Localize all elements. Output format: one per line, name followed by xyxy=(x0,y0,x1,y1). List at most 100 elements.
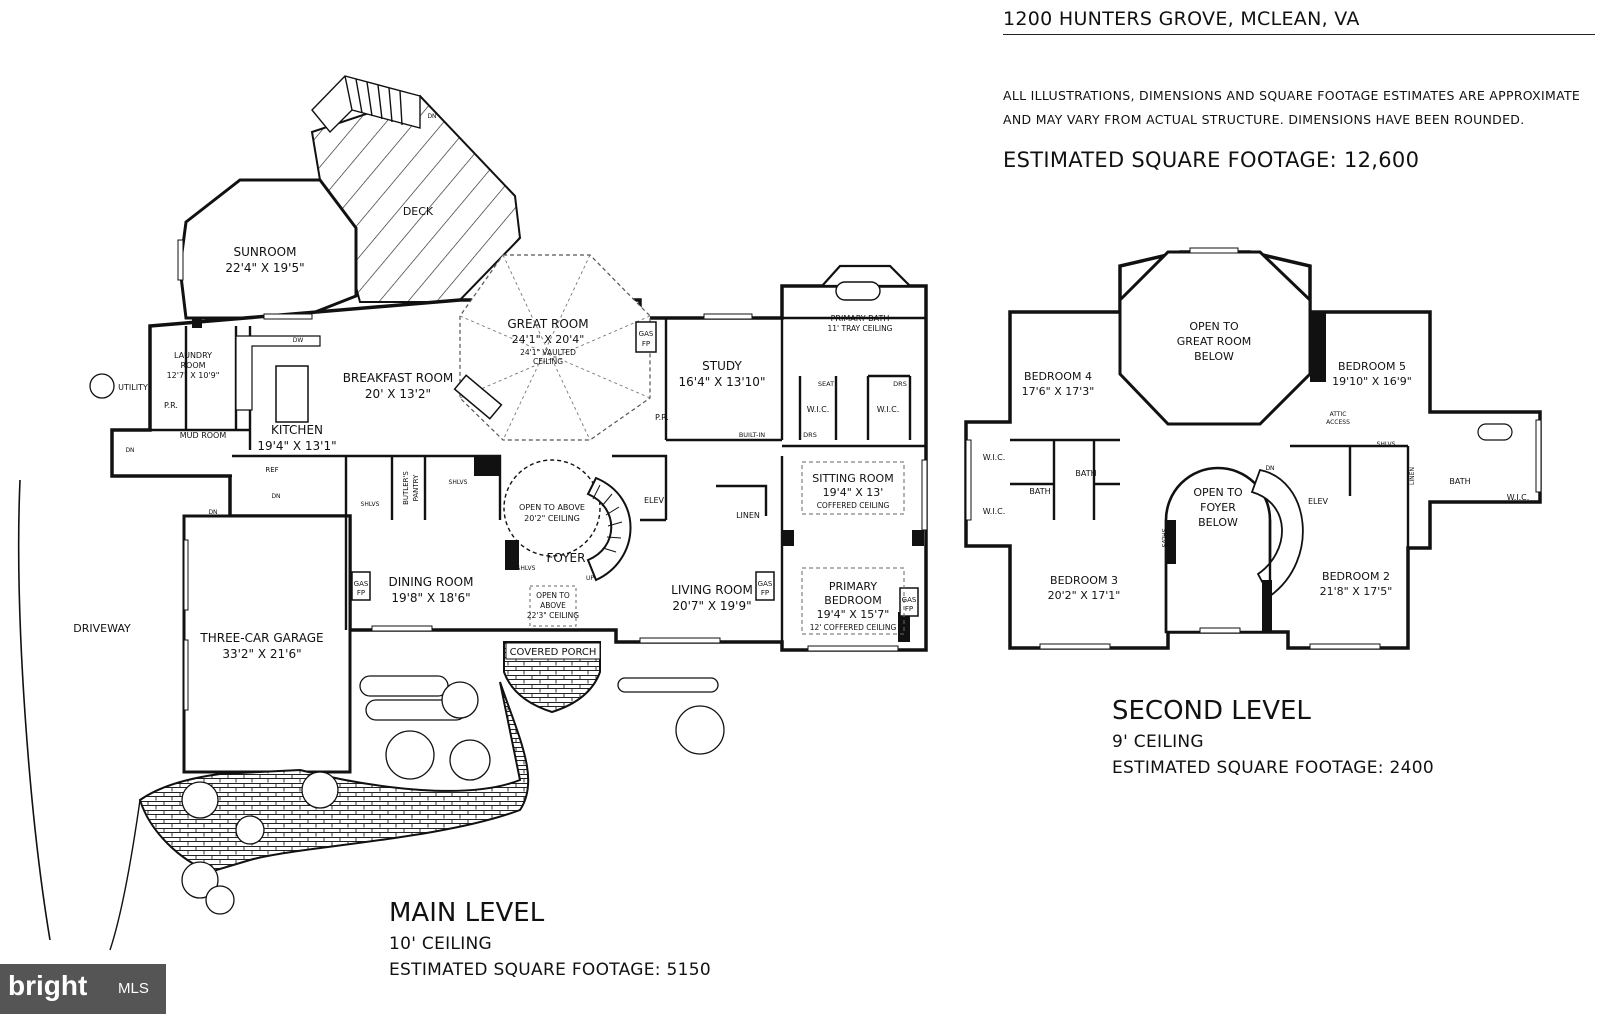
label-porch-open-1: OPEN TO xyxy=(536,591,570,600)
label-open-foyer-2: FOYER xyxy=(1200,501,1236,514)
foyer-stair-treads xyxy=(592,484,623,553)
watermark-brand: bright xyxy=(8,970,88,1001)
label-fp-dining: FP xyxy=(357,589,365,597)
open-to-foyer-rotunda xyxy=(1164,466,1272,634)
label-dn-s: DN xyxy=(1265,465,1274,472)
main-level-windows xyxy=(177,239,928,652)
label-utility: UTILITY xyxy=(118,383,148,392)
label-wic-s1: W.I.C. xyxy=(983,453,1006,462)
label-driveway: DRIVEWAY xyxy=(73,622,131,635)
label-dining: DINING ROOM xyxy=(389,575,474,589)
property-address: 1200 HUNTERS GROVE, MCLEAN, VA xyxy=(1003,8,1360,30)
label-mud-room: MUD ROOM xyxy=(180,431,227,440)
bed2-tub xyxy=(1477,423,1513,441)
second-level-plan xyxy=(964,247,1542,650)
label-dn-1: DN xyxy=(271,493,280,500)
label-garage-dim: 33'2" X 21'6" xyxy=(222,647,301,661)
total-square-footage: ESTIMATED SQUARE FOOTAGE: 12,600 xyxy=(1003,148,1420,172)
deck-stairs xyxy=(311,75,421,134)
bright-mls-watermark: bright MLS xyxy=(0,964,166,1014)
label-bath-2: BATH xyxy=(1075,469,1096,478)
label-laundry-dim: 12'7" X 10'9" xyxy=(167,371,220,380)
label-sunroom: SUNROOM xyxy=(234,245,297,259)
label-shlvs-s2: SHLVS xyxy=(1160,529,1167,548)
label-great-room-note-1: 24'1" VAULTED xyxy=(520,348,576,357)
second-level-sqft: ESTIMATED SQUARE FOOTAGE: 2400 xyxy=(1112,758,1434,778)
label-bedroom-5: BEDROOM 5 xyxy=(1338,360,1406,373)
label-primary-bath-note: 11' TRAY CEILING xyxy=(828,324,893,333)
main-level-ceiling: 10' CEILING xyxy=(389,934,493,954)
great-room-octagon xyxy=(459,254,651,441)
label-bedroom-4-dim: 17'6" X 17'3" xyxy=(1022,385,1095,398)
label-open-foyer-1: OPEN TO xyxy=(1193,486,1243,499)
label-dn-deck: DN xyxy=(427,113,436,120)
label-built-in: BUILT-IN xyxy=(739,431,765,439)
label-drs-1: DRS xyxy=(803,431,817,439)
second-level-interior-walls xyxy=(1010,438,1410,632)
label-breakfast-dim: 20' X 13'2" xyxy=(365,387,431,401)
label-wic-left: W.I.C. xyxy=(807,405,830,414)
label-shlvs-1: SHLVS xyxy=(361,501,380,508)
label-foyer: FOYER xyxy=(547,551,586,565)
address-underline xyxy=(1003,34,1595,35)
label-study-pr: P.R. xyxy=(655,413,669,422)
label-bedroom-2: BEDROOM 2 xyxy=(1322,570,1390,583)
label-sitting: SITTING ROOM xyxy=(812,472,893,485)
covered-porch-label-box xyxy=(505,642,601,660)
label-great-room-note-2: CEILING xyxy=(533,357,563,366)
label-sitting-dim: 19'4" X 13' xyxy=(823,486,884,499)
label-great-room: GREAT ROOM xyxy=(507,317,588,331)
driveway-edge-2 xyxy=(109,799,141,951)
great-room-built-in xyxy=(453,374,503,420)
label-primary-bedroom-2: BEDROOM xyxy=(824,594,881,607)
label-fp-great: FP xyxy=(642,340,650,348)
label-study-dim: 16'4" X 13'10" xyxy=(679,375,766,389)
label-deck: DECK xyxy=(403,205,434,218)
label-open-great-2: GREAT ROOM xyxy=(1177,335,1251,348)
label-bath-3: BATH xyxy=(1449,477,1470,486)
label-primary-bedroom-note: 12' COFFERED CEILING xyxy=(810,623,897,632)
second-level-ceiling: 9' CEILING xyxy=(1112,732,1204,752)
disclaimer-line-1: ALL ILLUSTRATIONS, DIMENSIONS AND SQUARE… xyxy=(1003,88,1581,103)
label-linen-2: LINEN xyxy=(1409,467,1416,485)
garage-door-2 xyxy=(183,639,189,711)
label-breakfast: BREAKFAST ROOM xyxy=(343,371,454,385)
garage-door-1 xyxy=(183,539,189,611)
label-gas-great: GAS xyxy=(639,330,654,338)
label-shlvs-2: SHLVS xyxy=(449,479,468,486)
label-bath-1: BATH xyxy=(1029,487,1050,496)
label-dn-3: DN xyxy=(125,447,134,454)
label-butlers: BUTLER'S xyxy=(402,471,410,505)
foyer-curved-stair xyxy=(586,476,632,582)
label-attic: ATTIC xyxy=(1330,411,1347,418)
porch-open-above xyxy=(529,585,577,627)
label-laundry-2: ROOM xyxy=(180,361,205,370)
foyer-rotunda xyxy=(503,459,601,557)
label-seat: SEAT xyxy=(818,380,834,388)
landscaping xyxy=(89,373,725,915)
bedroom-coffered-box xyxy=(801,567,905,635)
living-fireplace xyxy=(755,571,775,601)
watermark-suffix: MLS xyxy=(118,980,149,997)
label-drs-2: DRS xyxy=(893,380,907,388)
three-car-garage xyxy=(182,514,352,774)
label-sitting-note: COFFERED CEILING xyxy=(817,501,890,510)
disclaimer: ALL ILLUSTRATIONS, DIMENSIONS AND SQUARE… xyxy=(1003,84,1599,132)
label-porch-open-2: ABOVE xyxy=(540,601,566,610)
label-elev: ELEV xyxy=(644,496,665,505)
label-wic-s3: W.I.C. xyxy=(1507,493,1530,502)
disclaimer-line-2: AND MAY VARY FROM ACTUAL STRUCTURE. DIME… xyxy=(1003,112,1525,127)
sunroom xyxy=(178,178,358,320)
label-bedroom-3: BEDROOM 3 xyxy=(1050,574,1118,587)
label-gas-bedroom: GAS xyxy=(902,596,917,604)
main-level-sqft: ESTIMATED SQUARE FOOTAGE: 5150 xyxy=(389,960,711,980)
main-level-title: MAIN LEVEL xyxy=(389,898,545,928)
primary-tub xyxy=(835,281,881,301)
label-open-great-1: OPEN TO xyxy=(1189,320,1239,333)
kitchen-island xyxy=(275,365,309,423)
label-powder-room: P.R. xyxy=(164,401,178,410)
label-study: STUDY xyxy=(702,359,742,373)
label-dw: DW xyxy=(293,337,304,344)
label-pantry: PANTRY xyxy=(412,474,420,501)
